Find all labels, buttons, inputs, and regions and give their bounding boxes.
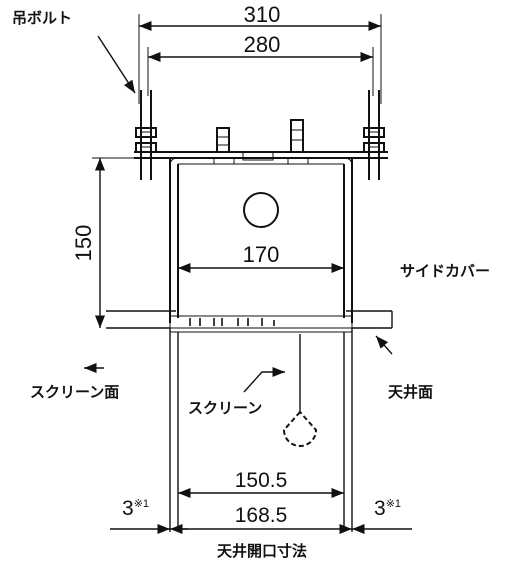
ceiling-surface-arrow <box>375 335 393 355</box>
opening-lines <box>169 328 353 532</box>
gap-right-label: 3※1 <box>374 497 401 520</box>
hanging-bolt-left <box>135 90 157 180</box>
screen-leader <box>243 366 285 393</box>
dim-150 <box>92 157 170 328</box>
dim-310-label: 310 <box>244 2 281 27</box>
bottom-panel <box>169 315 353 333</box>
dim-150-5-label: 150.5 <box>235 469 288 492</box>
screen-surface-label: スクリーン面 <box>30 384 119 401</box>
hanging-bolt-right <box>363 90 385 180</box>
housing <box>169 157 353 323</box>
ceiling-surface-label: 天井面 <box>388 383 433 401</box>
side-cover-label: サイドカバー <box>400 263 490 280</box>
dim-150-label: 150 <box>71 225 96 262</box>
ceiling <box>106 310 393 329</box>
hanging-bolt-label: 吊ボルト <box>12 10 72 27</box>
dim-310 <box>138 14 382 104</box>
mounting-plate <box>134 119 388 165</box>
screen-pull <box>282 334 318 447</box>
dim-170-label: 170 <box>243 242 280 267</box>
dim-168-5-label: 168.5 <box>235 504 288 527</box>
gap-left-label: 3※1 <box>122 497 149 520</box>
ceiling-opening-label: 天井開口寸法 <box>217 542 307 560</box>
screen-label: スクリーン <box>188 400 262 417</box>
dim-280-label: 280 <box>244 32 281 57</box>
cable-hole <box>243 192 279 228</box>
dim-280 <box>147 47 374 96</box>
hanging-bolt-leader <box>97 35 136 94</box>
